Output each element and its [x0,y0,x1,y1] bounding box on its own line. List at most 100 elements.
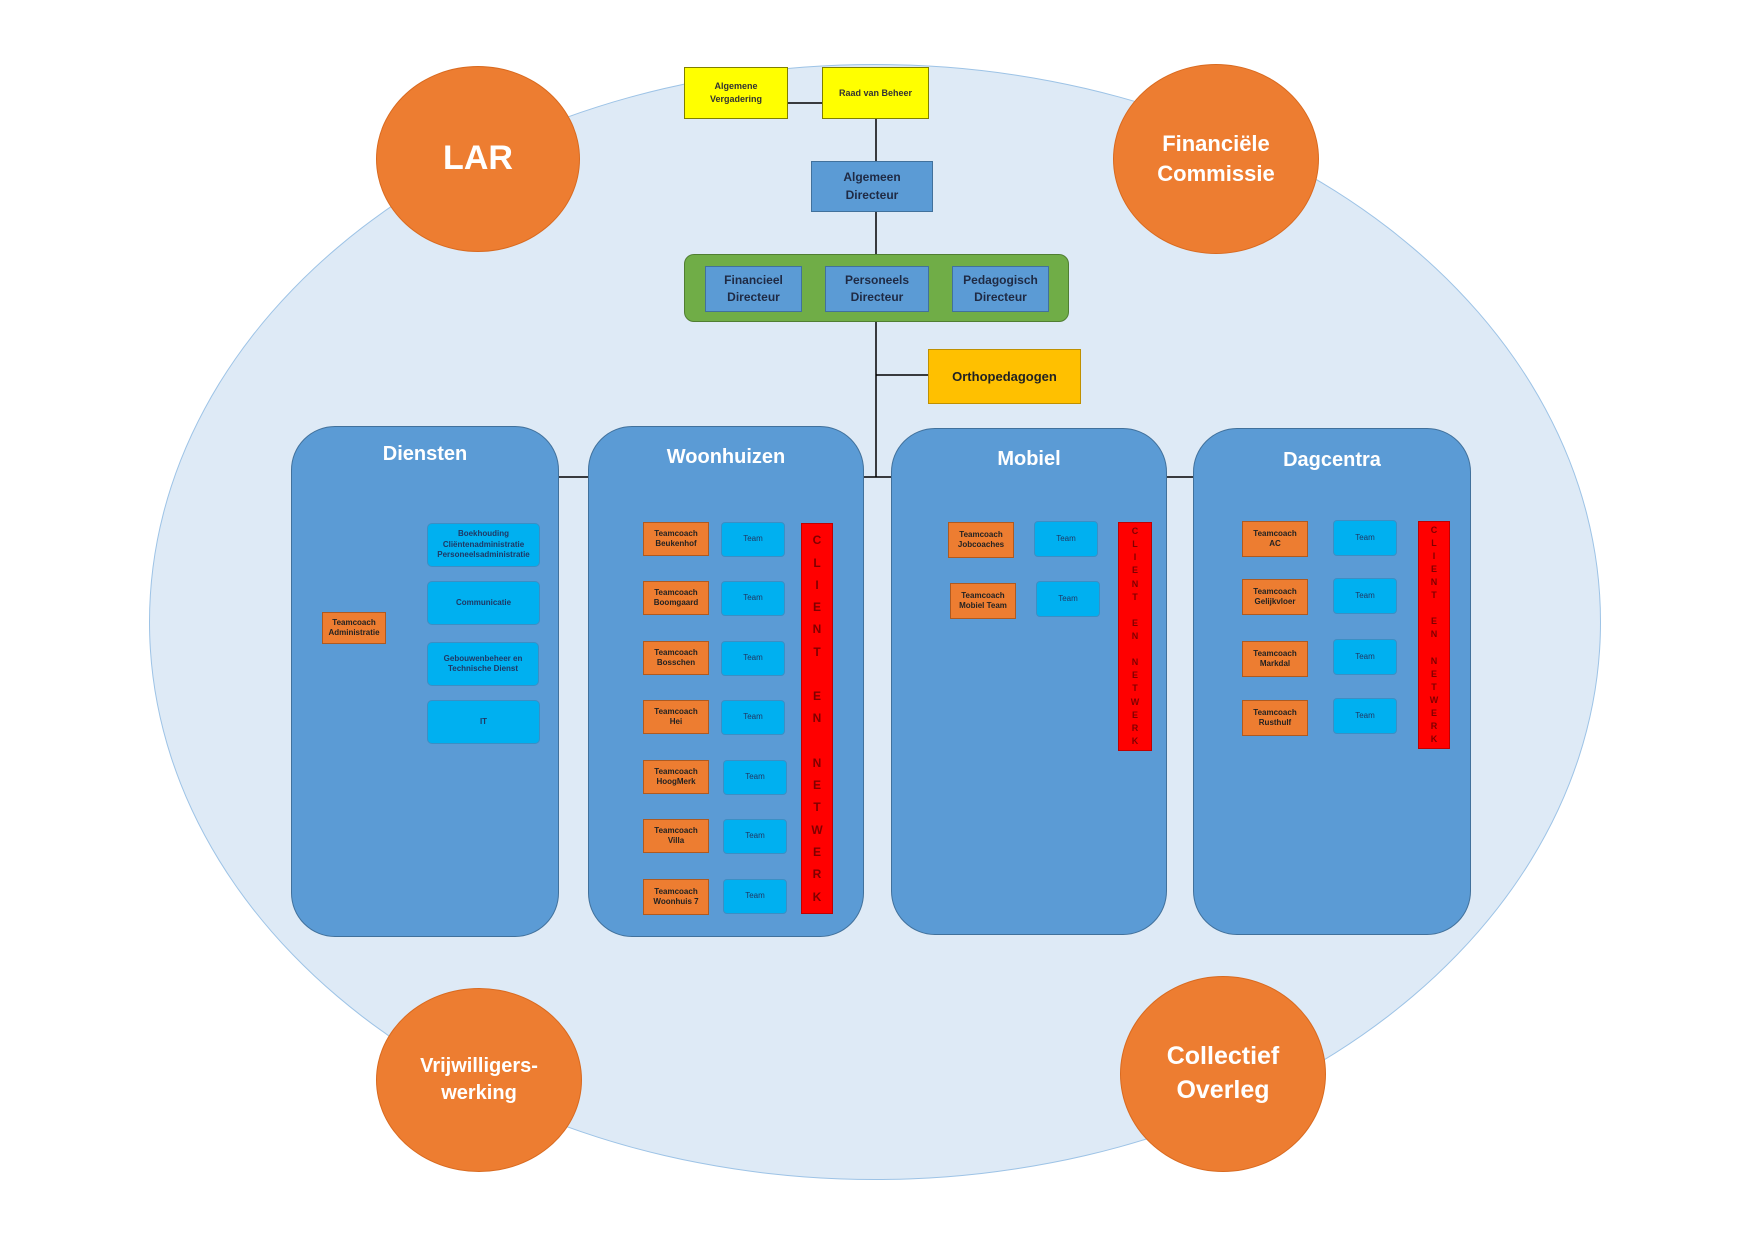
algemeen-directeur-box: Algemeen Directeur [811,161,933,212]
client-netwerk-letter [815,735,818,747]
teamcoach-hei-box: Teamcoach Hei [643,700,709,734]
panel-dagcentra-title: Dagcentra [1283,449,1381,471]
service-boekhouding: Boekhouding Cliëntenadministratie Person… [427,523,540,567]
teamcoach-bosschen-box: Teamcoach Bosschen [643,641,709,675]
client-netwerk-letter: E [812,778,821,793]
woonhuizen-team-box: Team [723,819,787,854]
panel-mobiel-title: Mobiel [997,448,1061,470]
mobiel-team-box: Team [1034,521,1098,557]
client-netwerk-letter: L [1132,539,1138,550]
client-netwerk-letter: E [1131,709,1138,720]
client-netwerk-letter: R [1131,722,1139,733]
client-netwerk-letter: K [812,889,822,904]
client-netwerk-letter: I [1133,552,1137,563]
client-netwerk-letter: T [1132,591,1138,602]
woonhuizen-team-box: Team [721,522,785,557]
teamcoach-ac-box: Teamcoach AC [1242,521,1308,557]
financiele-commissie-circle: Financiële Commissie [1113,64,1319,254]
client-netwerk-letter: T [1431,590,1437,601]
client-netwerk-letter [1134,645,1137,654]
client-netwerk-letter: N [812,755,822,770]
algemene-vergadering-box: Algemene Vergadering [684,67,788,119]
client-netwerk-letter: L [813,555,821,570]
service-it: IT [427,700,540,744]
client-netwerk-letter: R [1430,720,1438,731]
teamcoach-administratie-box: Teamcoach Administratie [322,612,386,644]
client-netwerk-letter: C [812,533,822,548]
client-netwerk-letter [815,668,818,680]
client-netwerk-letter: T [813,644,821,659]
woonhuizen-team-box: Team [721,700,785,735]
client-netwerk-letter: E [812,689,821,704]
client-netwerk-letter: N [1430,655,1438,666]
client-netwerk-letter: C [1430,525,1438,536]
client-netwerk-letter: E [1430,707,1437,718]
personeels-directeur-box: Personeels Directeur [825,266,929,312]
service-communicatie: Communicatie [427,581,540,625]
client-netwerk-letter [1134,606,1137,615]
teamcoach-boomgaard-box: Teamcoach Boomgaard [643,581,709,615]
mobiel-team-box: Team [1036,581,1100,617]
financieel-directeur-box: Financieel Directeur [705,266,802,312]
client-netwerk-letter: I [815,577,819,592]
client-netwerk-letter: W [811,822,823,837]
woonhuizen-team-box: Team [721,641,785,676]
client-netwerk-letter: E [1131,617,1138,628]
pedagogisch-directeur-box: Pedagogisch Directeur [952,266,1049,312]
client-netwerk-letter: N [1131,657,1139,668]
teamcoach-woonhuis7-box: Teamcoach Woonhuis 7 [643,879,709,915]
woonhuizen-team-box: Team [721,581,785,616]
client-netwerk-letter: R [812,867,822,882]
woonhuizen-team-box: Team [723,760,787,795]
client-netwerk-letter: K [1131,735,1139,746]
client-netwerk-letter [1433,604,1436,613]
woonhuizen-team-box: Team [723,879,787,914]
teamcoach-markdal-box: Teamcoach Markdal [1242,641,1308,677]
client-netwerk-letter: N [1131,578,1139,589]
client-netwerk-letter: E [1430,668,1437,679]
client-netwerk-letter: I [1432,551,1436,562]
client-netwerk-letter: W [1130,696,1140,707]
dagcentra-team-box: Team [1333,698,1397,734]
teamcoach-gelijkvloer-box: Teamcoach Gelijkvloer [1242,579,1308,615]
service-gebouwenbeheer: Gebouwenbeheer en Technische Dienst [427,642,539,686]
client-netwerk-letter: E [1131,565,1138,576]
client-netwerk-letter [1433,643,1436,652]
teamcoach-jobcoaches-box: Teamcoach Jobcoaches [948,522,1014,558]
client-netwerk-letter: T [813,800,821,815]
client-netwerk-letter: C [1131,526,1139,537]
collectief-overleg-circle: Collectief Overleg [1120,976,1326,1172]
client-netwerk-letter: E [1131,670,1138,681]
client-netwerk-letter: E [1430,564,1437,575]
client-netwerk-letter: N [1430,577,1438,588]
client-netwerk-letter: L [1431,538,1437,549]
teamcoach-villa-box: Teamcoach Villa [643,819,709,853]
client-netwerk-letter: E [812,844,821,859]
orthopedagogen-box: Orthopedagogen [928,349,1081,404]
panel-diensten-title: Diensten [382,443,468,465]
client-netwerk-letter: K [1430,733,1438,744]
client-netwerk-letter: T [1431,681,1437,692]
dagcentra-team-box: Team [1333,578,1397,614]
raad-van-beheer-box: Raad van Beheer [822,67,929,119]
teamcoach-rusthulf-box: Teamcoach Rusthulf [1242,700,1308,736]
client-netwerk-letter: N [812,711,822,726]
client-netwerk-letter: N [1430,629,1438,640]
client-netwerk-letter: T [1132,683,1138,694]
client-netwerk-letter: E [1430,616,1437,627]
vrijwilligerswerking-circle: Vrijwilligers- werking [376,988,582,1172]
lar-circle: LAR [376,66,580,252]
dagcentra-team-box: Team [1333,639,1397,675]
client-netwerk-letter: E [812,600,821,615]
panel-woonhuizen-title: Woonhuizen [666,446,786,468]
client-netwerk-letter: N [1131,630,1139,641]
teamcoach-beukenhof-box: Teamcoach Beukenhof [643,522,709,556]
teamcoach-mobiel-team-box: Teamcoach Mobiel Team [950,583,1016,619]
client-netwerk-letter: W [1429,694,1439,705]
client-netwerk-letter: N [812,622,822,637]
